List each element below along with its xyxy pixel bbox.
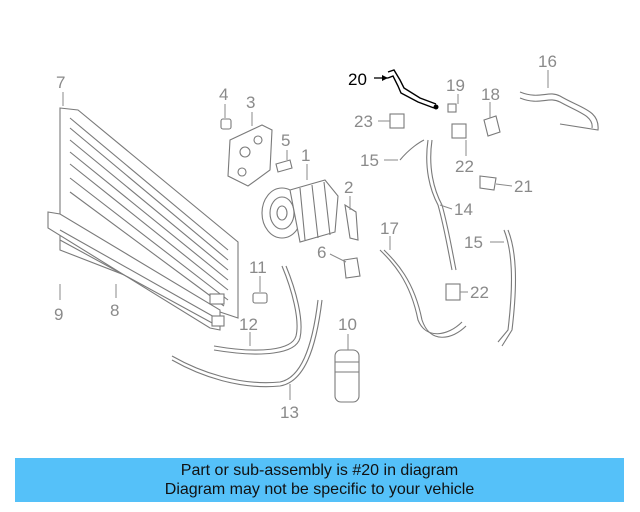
callout-labels: 20 19 18 16 23 22 21 15 14 17 15 22 7 4 … [54, 52, 557, 422]
footer-line-2: Diagram may not be specific to your vehi… [164, 481, 475, 498]
callout-6: 6 [317, 243, 326, 262]
switch-illustration [252, 292, 268, 304]
callout-9: 9 [54, 305, 63, 324]
callout-3: 3 [246, 93, 255, 112]
hose-illustration [171, 265, 323, 388]
callout-18: 18 [481, 85, 500, 104]
mount-illustration [343, 203, 361, 279]
part-20-highlight [374, 69, 439, 110]
callout-12: 12 [239, 315, 258, 334]
parts-diagram: 20 19 18 16 23 22 21 15 14 17 15 22 7 4 … [47, 52, 599, 422]
callout-8: 8 [110, 301, 119, 320]
callout-11: 11 [249, 258, 267, 277]
callout-10: 10 [338, 315, 357, 334]
callout-20: 20 [348, 70, 367, 89]
callout-22-upper: 22 [455, 157, 474, 176]
upper-right-parts-illustration [389, 91, 599, 301]
callout-15-lower: 15 [464, 233, 483, 252]
callout-7: 7 [56, 73, 65, 92]
callout-16: 16 [538, 52, 557, 71]
leader-lines [59, 70, 549, 400]
callout-15-upper: 15 [360, 151, 379, 170]
callout-14: 14 [454, 200, 473, 219]
callout-13: 13 [280, 403, 299, 422]
callout-5: 5 [281, 131, 290, 150]
condenser-illustration [47, 107, 239, 331]
callout-23: 23 [354, 112, 373, 131]
footer-banner: Part or sub-assembly is #20 in diagram D… [15, 458, 624, 502]
callout-21: 21 [514, 177, 533, 196]
compressor-illustration [261, 179, 339, 243]
callout-1: 1 [301, 146, 310, 165]
bracket-illustration [227, 124, 273, 187]
footer-line-1: Part or sub-assembly is #20 in diagram [180, 462, 459, 479]
drier-illustration [334, 349, 360, 403]
callout-2: 2 [344, 178, 353, 197]
ac-lines-illustration [379, 139, 517, 347]
callout-17: 17 [380, 219, 399, 238]
callout-22-lower: 22 [470, 283, 489, 302]
callout-19: 19 [446, 76, 465, 95]
callout-4: 4 [219, 85, 228, 104]
bolt-illustration [220, 118, 293, 173]
